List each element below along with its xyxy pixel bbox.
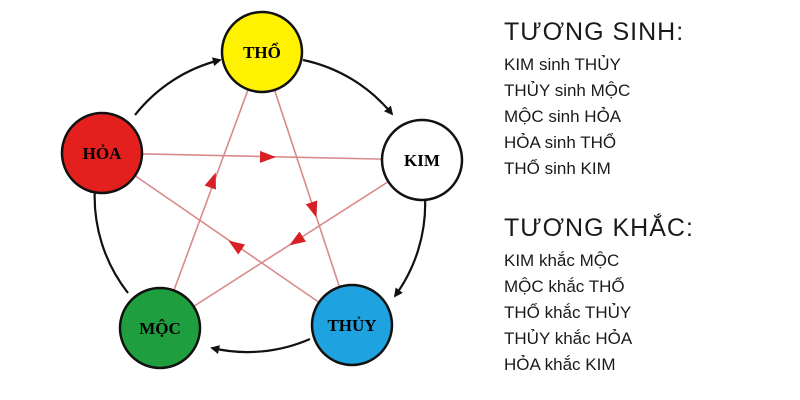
list-item: MỘC sinh HỎA xyxy=(504,107,622,126)
list-item: KIM sinh THỦY xyxy=(504,55,621,74)
node-kim: KIM xyxy=(380,118,464,202)
tuong-khac-list: KIM khắc MỘC MỘC khắc THỔ THỔ khắc THỦY … xyxy=(504,248,794,378)
controlling-line-thuy-hoa xyxy=(101,152,353,326)
node-hoa-label: HỎA xyxy=(83,144,122,163)
node-moc: MỘC xyxy=(118,286,202,370)
node-kim-label: KIM xyxy=(404,151,440,170)
five-elements-diagram: THỔ KIM THỦY MỘC HỎA xyxy=(60,10,464,370)
generating-arrow-thuy-moc xyxy=(210,337,311,355)
controlling-line-moc-tho xyxy=(159,51,263,329)
node-tho-circle xyxy=(220,10,304,94)
controlling-arrowhead-moc-tho xyxy=(204,172,216,190)
node-thuy-circle xyxy=(310,283,394,367)
list-item: HỎA khắc KIM xyxy=(504,355,616,374)
list-item: THỦY khắc HỎA xyxy=(504,329,633,348)
node-tho-label: THỔ xyxy=(243,42,281,62)
list-item: HỎA sinh THỔ xyxy=(504,133,617,152)
controlling-line-tho-thuy xyxy=(261,51,353,326)
controlling-arrowhead-hoa-kim xyxy=(259,150,276,163)
generating-cycle xyxy=(90,57,427,355)
controlling-star xyxy=(101,51,423,329)
generating-arrow-hoa-tho xyxy=(134,57,222,116)
list-item: MỘC khắc THỔ xyxy=(504,277,625,296)
node-moc-circle xyxy=(118,286,202,370)
list-item: THỔ khắc THỦY xyxy=(504,303,632,322)
node-thuy-label: THỦY xyxy=(327,316,376,335)
list-item: KIM khắc MỘC xyxy=(504,251,620,270)
node-hoa: HỎA xyxy=(60,111,144,195)
tuong-khac-title: TƯƠNG KHẮC: xyxy=(504,214,694,242)
tuong-khac-panel: TƯƠNG KHẮC: KIM khắc MỘC MỘC khắc THỔ TH… xyxy=(504,214,794,378)
node-moc-label: MỘC xyxy=(139,319,181,338)
generating-arrow-kim-thuy xyxy=(393,195,427,298)
list-item: THỔ sinh KIM xyxy=(504,159,611,178)
node-hoa-circle xyxy=(60,111,144,195)
list-item: THỦY sinh MỘC xyxy=(504,81,631,100)
node-kim-circle xyxy=(380,118,464,202)
node-thuy: THỦY xyxy=(310,283,394,367)
controlling-arrowhead-thuy-hoa xyxy=(228,240,245,255)
controlling-arrowhead-tho-thuy xyxy=(305,200,318,218)
controlling-arrowhead-kim-moc xyxy=(289,231,306,246)
generating-arrow-moc-hoa xyxy=(90,184,129,294)
node-tho: THỔ xyxy=(220,10,304,94)
tuong-sinh-title: TƯƠNG SINH: xyxy=(504,18,685,46)
generating-arrow-tho-kim xyxy=(302,58,394,116)
tuong-sinh-panel: TƯƠNG SINH: KIM sinh THỦY THỦY sinh MỘC … xyxy=(504,18,794,182)
tuong-sinh-list: KIM sinh THỦY THỦY sinh MỘC MỘC sinh HỎA… xyxy=(504,52,794,182)
